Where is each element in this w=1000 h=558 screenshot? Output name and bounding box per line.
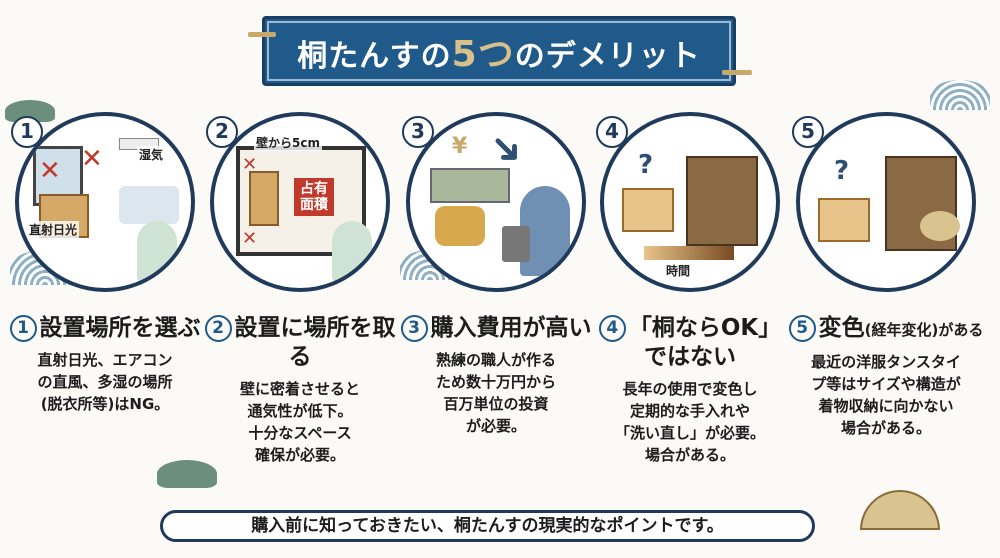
item-description: 直射日光、エアコン の直風、多湿の場所 (脱衣所等)はNG。 bbox=[37, 351, 173, 413]
folding-fan-icon bbox=[860, 490, 940, 530]
heading-number: 5 bbox=[788, 315, 816, 342]
western-chest-illustration bbox=[818, 198, 870, 242]
person-illustration bbox=[137, 221, 177, 281]
cross-mark-icon: ✕ bbox=[81, 144, 103, 174]
demerit-item-4: ? 時間 4 4「桐ならOK」ではない 長年の使用で変色し 定期的な手入れや 「… bbox=[592, 112, 788, 466]
calculator-icon bbox=[502, 226, 530, 262]
cross-mark-icon: ✕ bbox=[242, 228, 258, 249]
time-arrow bbox=[644, 246, 734, 260]
illustration-label: 時間 bbox=[664, 262, 693, 279]
heading-number: 3 bbox=[400, 315, 428, 342]
illustration-circle: ? bbox=[796, 112, 976, 292]
new-chest-illustration bbox=[622, 188, 674, 232]
item-description: 最近の洋服タンスタイ プ等はサイズや構造が 着物収納に向かない 場合がある。 bbox=[811, 353, 961, 437]
illustration-circle: ✕ ✕ 湿気 直射日光 bbox=[15, 112, 195, 292]
number-badge: 3 bbox=[402, 116, 434, 148]
aged-chest-illustration bbox=[686, 156, 758, 246]
pine-decoration bbox=[5, 100, 55, 122]
banknotes-illustration bbox=[430, 168, 510, 203]
footer-note: 購入前に知っておきたい、桐たんすの現実的なポイントです。 bbox=[160, 510, 815, 542]
wave-pattern bbox=[930, 80, 990, 110]
item-description: 長年の使用で変色し 定期的な手入れや 「洗い直し」が必要。 場合がある。 bbox=[614, 380, 765, 464]
number-badge: 5 bbox=[792, 116, 824, 148]
number-badge: 4 bbox=[596, 116, 628, 148]
title-banner: 桐たんすの5つのデメリット bbox=[262, 16, 736, 86]
item-heading: 4「桐ならOK」ではない bbox=[592, 314, 788, 372]
illustration-label: 湿気 bbox=[137, 146, 166, 163]
gold-bar-decoration bbox=[248, 32, 276, 37]
number-badge: 2 bbox=[206, 116, 238, 148]
illustration-circle: ¥ ➜ bbox=[406, 112, 586, 292]
number-badge: 1 bbox=[11, 116, 43, 148]
question-mark-icon: ? bbox=[638, 150, 654, 180]
duster-icon bbox=[920, 211, 960, 241]
illustration-circle: ? 時間 bbox=[600, 112, 780, 292]
heading-number: 4 bbox=[598, 315, 626, 342]
yen-icon: ¥ bbox=[452, 134, 468, 159]
chest-illustration bbox=[249, 171, 279, 226]
item-description: 熟練の職人が作る ため数十万円から 百万単位の投資 が必要。 bbox=[435, 351, 556, 435]
page-title: 桐たんすの5つのデメリット bbox=[297, 34, 701, 75]
illustration-label: 壁から5cm bbox=[254, 134, 322, 151]
heading-number: 1 bbox=[9, 315, 37, 342]
illustration-label: 直射日光 bbox=[27, 221, 80, 238]
item-description: 壁に密着させると 通気性が低下。 十分なスペース 確保が必要。 bbox=[239, 380, 360, 464]
bathtub-illustration bbox=[119, 186, 179, 224]
person-illustration bbox=[332, 221, 372, 281]
cross-mark-icon: ✕ bbox=[242, 154, 258, 175]
gold-bar-decoration bbox=[722, 70, 752, 75]
illustration-circle: ✕ ✕ 壁から5cm 占有面積 bbox=[210, 112, 390, 292]
illustration-label: 占有面積 bbox=[294, 178, 334, 216]
coins-illustration bbox=[435, 206, 485, 246]
cross-mark-icon: ✕ bbox=[39, 156, 61, 186]
pine-decoration bbox=[157, 460, 217, 488]
question-mark-icon: ? bbox=[834, 156, 850, 186]
heading-number: 2 bbox=[204, 315, 232, 342]
